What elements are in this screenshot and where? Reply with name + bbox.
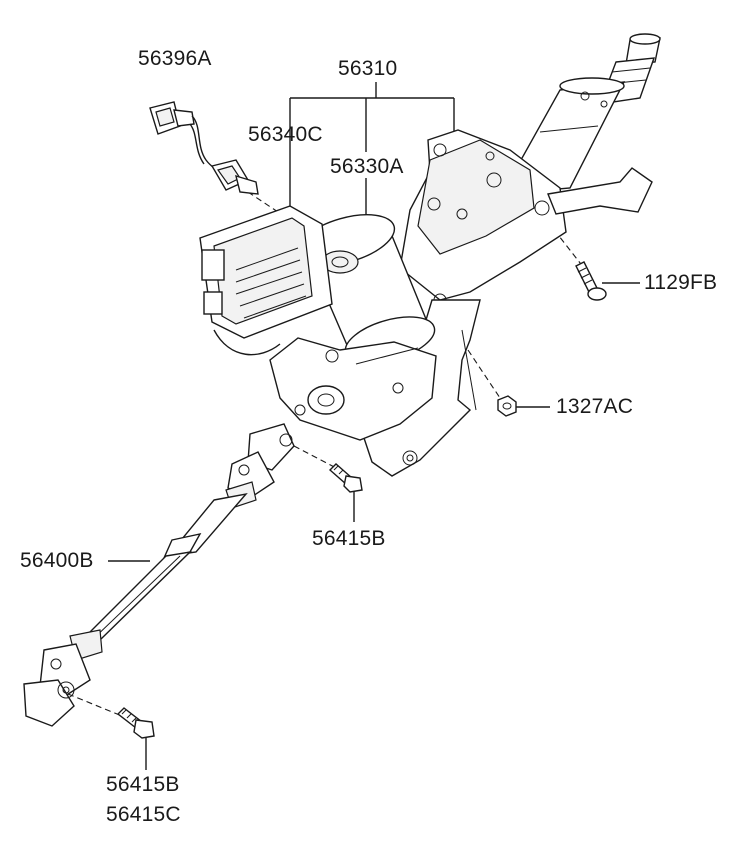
label-56415c-bottom: 56415C	[106, 803, 181, 826]
bolt-56415b-mid	[328, 463, 363, 493]
bolt-56415b-bottom	[116, 707, 155, 739]
ecu-module	[199, 205, 333, 356]
intermediate-shaft	[23, 423, 295, 727]
label-56415b-bottom: 56415B	[106, 773, 180, 796]
label-56310: 56310	[338, 57, 398, 80]
label-56396a: 56396A	[138, 47, 212, 70]
label-56415b-mid: 56415B	[312, 527, 386, 550]
wiring-harness-connector	[149, 101, 259, 195]
label-1327ac: 1327AC	[556, 395, 634, 418]
bolt-1129fb	[575, 261, 607, 301]
label-1129fb: 1129FB	[644, 271, 718, 294]
label-56330a: 56330A	[330, 155, 404, 178]
label-56400b: 56400B	[20, 549, 94, 572]
steering-column-shaft	[500, 33, 661, 195]
gear-housing	[269, 337, 437, 441]
label-56340c: 56340C	[248, 123, 323, 146]
nut-1327ac	[497, 395, 517, 417]
